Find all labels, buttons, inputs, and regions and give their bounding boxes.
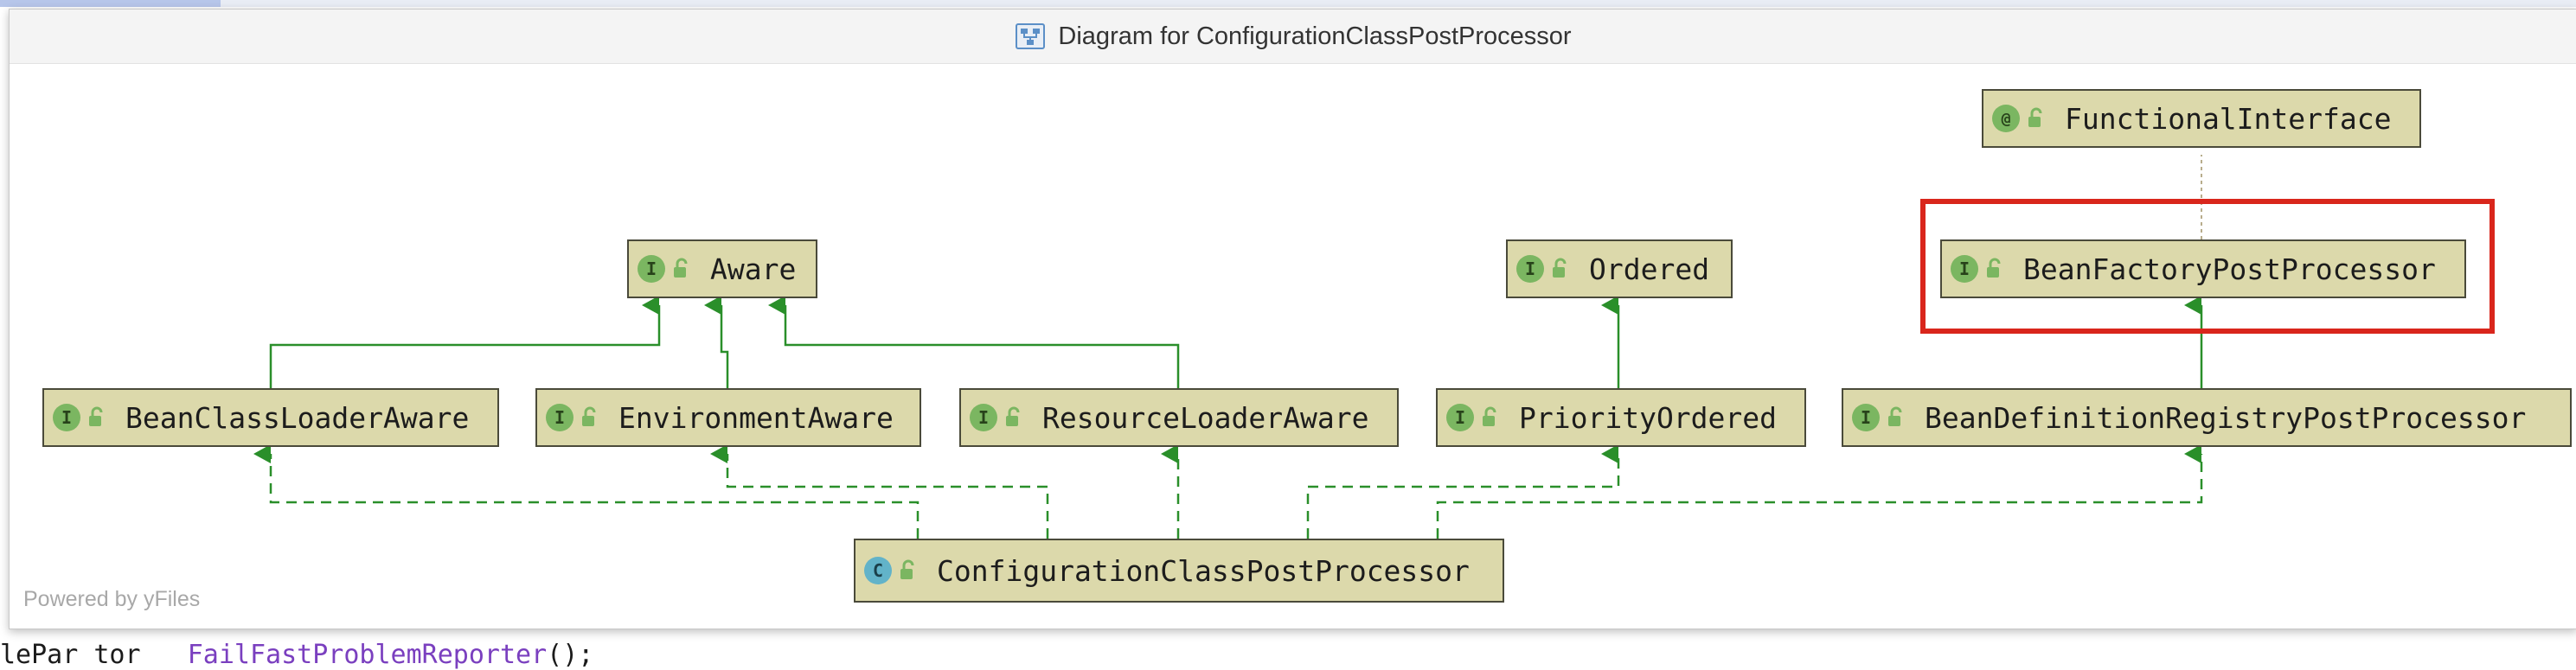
node-configurationclasspostprocessor[interactable]: C ConfigurationClassPostProcessor (854, 539, 1504, 603)
diagram-canvas: @ FunctionalInterface I BeanFactoryPostP… (10, 10, 2576, 629)
node-label: BeanFactoryPostProcessor (2023, 252, 2436, 286)
unlocked-icon (89, 406, 103, 426)
node-label: FunctionalInterface (2065, 101, 2392, 136)
node-aware[interactable]: I Aware (627, 239, 817, 298)
node-label: Ordered (1589, 252, 1710, 286)
interface-icon: I (1852, 404, 1880, 431)
popup-title-bar[interactable]: Diagram for ConfigurationClassPostProces… (10, 10, 2576, 64)
node-label: BeanClassLoaderAware (125, 400, 470, 435)
edge-environmentaware-aware (704, 296, 729, 388)
interface-icon: I (1446, 404, 1474, 431)
background-code-line: lePar tor FailFastProblemReporter(); (0, 640, 594, 670)
interface-icon: I (638, 255, 665, 283)
node-beanfactorypostprocessor[interactable]: I BeanFactoryPostProcessor (1940, 239, 2466, 298)
interface-icon: I (1951, 255, 1978, 283)
red-highlight-box (1920, 199, 2495, 334)
unlocked-icon (2028, 107, 2042, 127)
edge-ccpp-beanclassloaderaware (253, 444, 920, 539)
edge-ccpp-registrypostprocessor (1436, 444, 2203, 539)
node-ordered[interactable]: I Ordered (1506, 239, 1733, 298)
edge-beanclassloaderaware-aware (269, 296, 661, 388)
node-functionalinterface[interactable]: @ FunctionalInterface (1982, 89, 2421, 148)
node-beanclassloaderaware[interactable]: I BeanClassLoaderAware (42, 388, 499, 447)
node-label: EnvironmentAware (618, 400, 894, 435)
node-environmentaware[interactable]: I EnvironmentAware (535, 388, 921, 447)
unlocked-icon (1888, 406, 1902, 426)
unlocked-icon (1006, 406, 1020, 426)
edge-resourceloaderaware-aware (768, 296, 1180, 388)
editor-tab-strip (0, 0, 2576, 7)
class-icon: C (864, 557, 892, 584)
unlocked-icon (674, 258, 688, 278)
edge-ccpp-environmentaware (710, 444, 1049, 539)
node-label: Aware (710, 252, 797, 286)
interface-icon: I (546, 404, 574, 431)
interface-icon: I (970, 404, 997, 431)
unlocked-icon (1987, 258, 2001, 278)
unlocked-icon (1553, 258, 1567, 278)
popup-title: Diagram for ConfigurationClassPostProces… (1058, 22, 1572, 50)
node-beandefinitionregistrypostprocessor[interactable]: I BeanDefinitionRegistryPostProcessor (1842, 388, 2572, 447)
edge-ccpp-priorityordered (1306, 444, 1620, 539)
node-label: BeanDefinitionRegistryPostProcessor (1925, 400, 2527, 435)
node-label: ConfigurationClassPostProcessor (937, 553, 1470, 588)
yfiles-watermark: Powered by yFiles (23, 587, 201, 611)
interface-icon: I (1516, 255, 1544, 283)
diagram-popup: Diagram for ConfigurationClassPostProces… (9, 9, 2576, 629)
node-priorityordered[interactable]: I PriorityOrdered (1436, 388, 1806, 447)
node-label: ResourceLoaderAware (1042, 400, 1369, 435)
unlocked-icon (1483, 406, 1496, 426)
diagram-icon (1016, 23, 1046, 49)
annotation-icon: @ (1992, 105, 2020, 132)
unlocked-icon (900, 559, 914, 579)
node-label: PriorityOrdered (1519, 400, 1778, 435)
unlocked-icon (582, 406, 596, 426)
interface-icon: I (53, 404, 80, 431)
diagram-edges (253, 155, 2203, 539)
node-resourceloaderaware[interactable]: I ResourceLoaderAware (959, 388, 1399, 447)
